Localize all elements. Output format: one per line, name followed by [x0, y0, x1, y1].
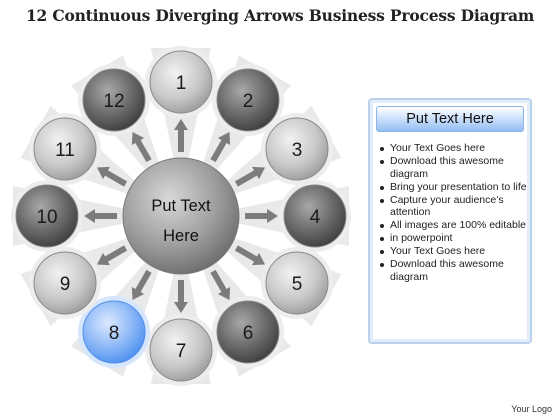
- node-circle: [149, 50, 213, 114]
- node-circle: [216, 300, 280, 364]
- node-label: 7: [176, 341, 187, 362]
- text-panel: Put Text Here Your Text Goes here Downlo…: [368, 98, 532, 344]
- arrow-to-node-3: [234, 166, 265, 187]
- node-label: 9: [60, 274, 71, 295]
- node-label: 8: [109, 323, 120, 344]
- node-label: 11: [55, 140, 75, 161]
- center-circle: Put Text Here: [122, 157, 240, 275]
- node-8: 8: [78, 296, 150, 368]
- node-label: 4: [310, 207, 321, 228]
- node-label: 10: [36, 207, 57, 228]
- node-label: 1: [176, 73, 187, 94]
- node-circle: [216, 68, 280, 132]
- node-3: 3: [261, 113, 333, 185]
- center-label-line1: Put Text: [151, 197, 211, 215]
- bullet-item: Your Text Goes here: [378, 142, 530, 155]
- arrow-to-node-8: [131, 269, 152, 300]
- arrow-to-node-7: [174, 280, 188, 313]
- node-2: 2: [212, 64, 284, 136]
- node-label: 3: [292, 140, 303, 161]
- panel-header: Put Text Here: [376, 106, 524, 132]
- diverging-arrows: [84, 119, 278, 313]
- node-label: 5: [292, 274, 303, 295]
- arrow-to-node-5: [234, 245, 265, 266]
- bullet-item: Download this awesome diagram: [378, 155, 530, 180]
- node-circle: [265, 251, 329, 315]
- arrow-to-node-1: [174, 119, 188, 152]
- node-label: 6: [243, 323, 254, 344]
- bullet-item: in powerpoint: [378, 232, 530, 245]
- node-circle: [283, 184, 347, 248]
- node-5: 5: [261, 247, 333, 319]
- node-10: 10: [11, 180, 83, 252]
- node-7: 7: [145, 314, 217, 386]
- center-label-line2: Here: [163, 227, 199, 245]
- node-12: 12: [78, 64, 150, 136]
- arrow-to-node-6: [210, 269, 231, 300]
- arrow-to-node-12: [131, 132, 152, 163]
- arrow-to-node-10: [84, 209, 117, 223]
- bullet-item: All images are 100% editable: [378, 219, 530, 232]
- node-6: 6: [212, 296, 284, 368]
- node-circle: [33, 251, 97, 315]
- node-label: 12: [103, 91, 124, 112]
- arrow-to-node-4: [245, 209, 278, 223]
- node-label: 2: [243, 91, 254, 112]
- node-circle: [15, 184, 79, 248]
- node-11: 11: [29, 113, 101, 185]
- bullet-item: Bring your presentation to life: [378, 181, 530, 194]
- logo-text: Your Logo: [511, 404, 552, 414]
- bullet-item: Download this awesome diagram: [378, 258, 530, 283]
- node-circle: [82, 300, 146, 364]
- bullet-item: Capture your audience’s attention: [378, 194, 530, 219]
- node-circle: [33, 117, 97, 181]
- node-circle: [82, 68, 146, 132]
- arrow-to-node-2: [210, 132, 231, 163]
- bullet-item: Your Text Goes here: [378, 245, 530, 258]
- node-9: 9: [29, 247, 101, 319]
- panel-bullet-list: Your Text Goes here Download this awesom…: [378, 142, 530, 284]
- node-circle: [149, 318, 213, 382]
- arrow-to-node-9: [97, 245, 128, 266]
- node-1: 1: [145, 46, 217, 118]
- page-title: 12 Continuous Diverging Arrows Business …: [25, 6, 535, 25]
- node-circle: [265, 117, 329, 181]
- arrow-to-node-11: [97, 166, 128, 187]
- node-4: 4: [279, 180, 351, 252]
